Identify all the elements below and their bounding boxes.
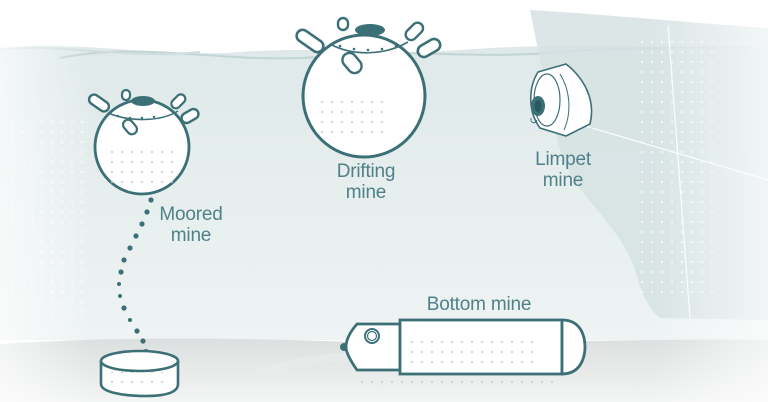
limpet-mine (529, 63, 593, 137)
label-line-1: Moored (159, 204, 223, 225)
bottom-mine (340, 318, 587, 388)
label-line-1: Drifting (336, 161, 396, 182)
anchor-block (99, 349, 180, 398)
limpet-mine-label: Limpet mine (528, 149, 598, 191)
label-line-1: Limpet (535, 149, 591, 170)
label-line-2: mine (345, 182, 387, 203)
moored-mine-label: Moored mine (152, 204, 230, 246)
drifting-mine-label: Drifting mine (324, 161, 408, 203)
moored-mine (87, 88, 200, 398)
label-line-2: mine (542, 170, 584, 191)
label-line-2: mine (170, 225, 212, 246)
bottom-mine-label: Bottom mine (426, 294, 532, 315)
drifting-mine (295, 16, 442, 159)
